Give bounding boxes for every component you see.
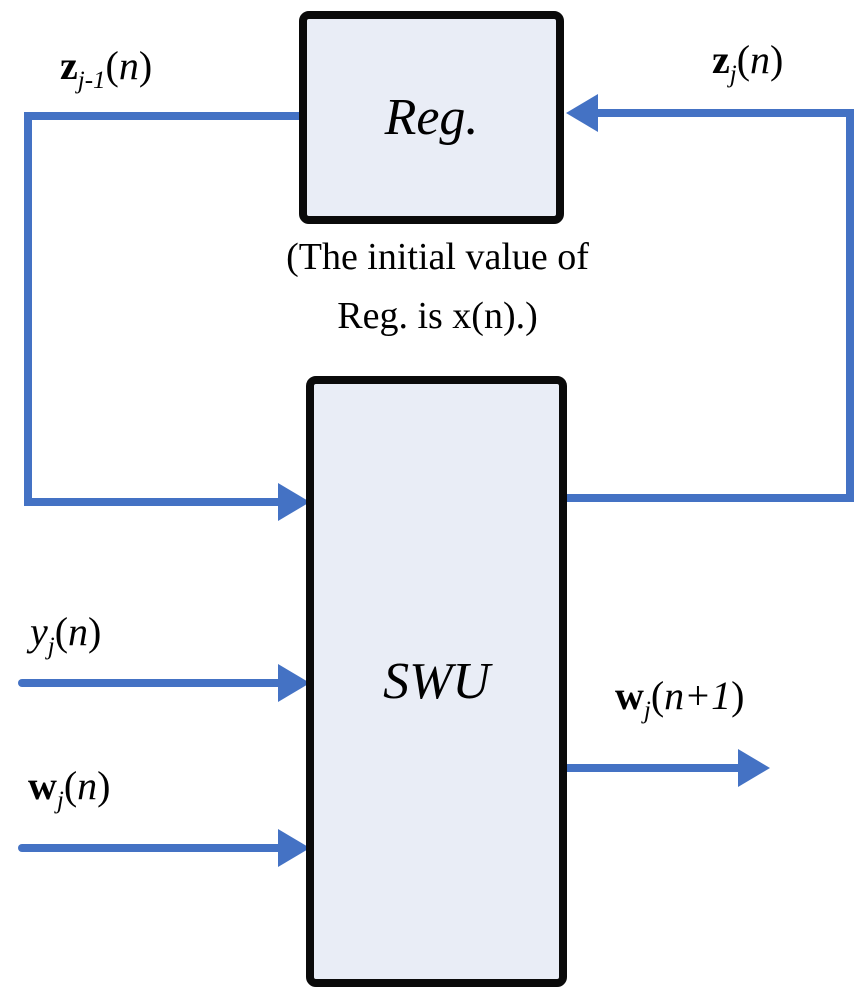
- arrowhead-into-swu-top-icon: [278, 483, 310, 521]
- reg-initial-value-caption: (The initial value of Reg. is x(n).): [10, 228, 865, 346]
- label-z-prev-close: ): [138, 43, 153, 88]
- caption-line-2: Reg. is x(n).): [337, 294, 538, 337]
- label-w-input-open: (: [63, 763, 78, 808]
- label-z-cur-close: ): [770, 37, 784, 82]
- label-y-input-sub: j: [47, 633, 55, 660]
- label-w-output-sub: j: [643, 697, 651, 724]
- reg-box-label: Reg.: [384, 88, 479, 146]
- label-z-cur: zj(n): [712, 37, 784, 88]
- label-w-output-close: ): [731, 673, 745, 718]
- label-z-prev-open: (: [105, 43, 119, 88]
- label-w-output-open: (: [650, 673, 665, 718]
- label-w-input-close: ): [97, 763, 111, 808]
- wire-z-cur-feedback: [559, 94, 854, 502]
- swu-box-label: SWU: [383, 652, 490, 710]
- label-w-input-sub: j: [56, 787, 64, 814]
- label-z-prev: zj-1(n): [60, 43, 153, 94]
- label-z-prev-sub: j-1: [77, 67, 106, 94]
- arrowhead-into-reg-icon: [566, 94, 598, 132]
- label-z-cur-arg: n: [750, 37, 771, 82]
- label-w-output: wj(n+1): [615, 673, 745, 724]
- arrowhead-y-input-icon: [278, 664, 310, 702]
- label-z-cur-base: z: [712, 37, 730, 82]
- wire-w-input: [18, 829, 310, 867]
- wire-z-prev-feedback: [24, 112, 311, 521]
- wire-y-input: [18, 664, 310, 702]
- arrowhead-w-output-icon: [738, 749, 770, 787]
- label-z-prev-base: z: [60, 43, 78, 88]
- label-w-input-base: w: [28, 763, 57, 808]
- label-w-input: wj(n): [28, 763, 111, 814]
- label-w-output-arg: n+1: [664, 673, 732, 718]
- label-z-cur-open: (: [736, 37, 751, 82]
- label-w-output-base: w: [615, 673, 644, 718]
- label-y-input-base: y: [30, 609, 48, 654]
- wire-w-output: [559, 749, 770, 787]
- reg-box: Reg.: [299, 11, 564, 224]
- label-y-input-open: (: [54, 609, 69, 654]
- label-y-input-arg: n: [68, 609, 89, 654]
- arrowhead-w-input-icon: [278, 829, 310, 867]
- swu-box: SWU: [306, 376, 567, 987]
- label-z-prev-arg: n: [118, 43, 139, 88]
- label-y-input: yj(n): [30, 609, 102, 660]
- label-w-input-arg: n: [77, 763, 98, 808]
- label-y-input-close: ): [88, 609, 102, 654]
- label-z-cur-sub: j: [729, 61, 737, 88]
- caption-line-1: (The initial value of: [286, 236, 589, 278]
